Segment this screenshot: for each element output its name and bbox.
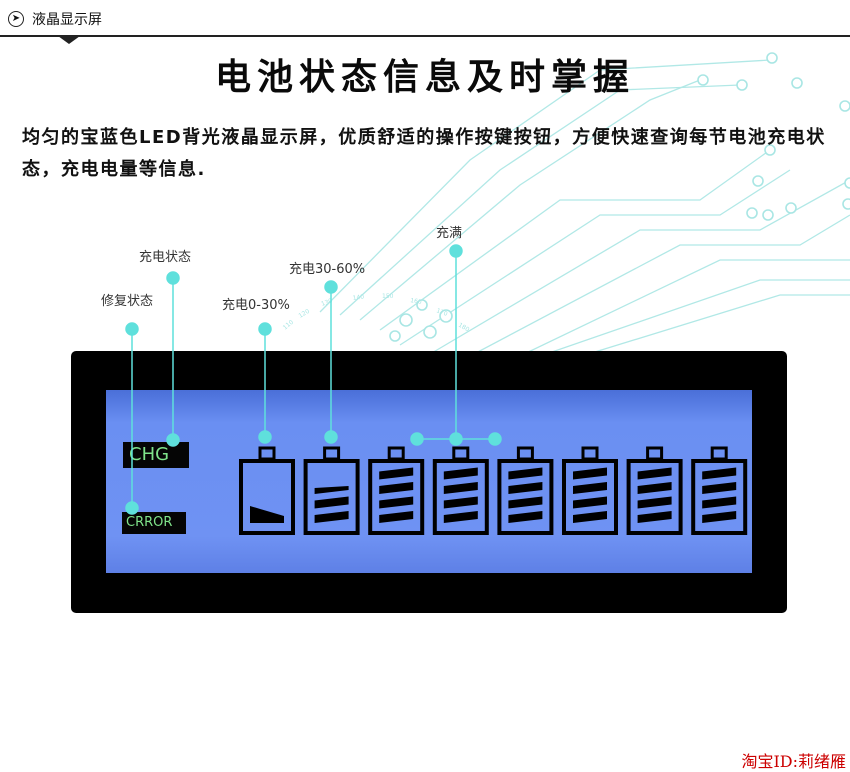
callout-dot-30-60 xyxy=(324,280,338,294)
section-label: 液晶显示屏 xyxy=(32,12,102,28)
battery-icon xyxy=(691,446,748,535)
header-notch xyxy=(58,36,80,44)
battery-icon xyxy=(239,446,295,535)
callout-0-30-label: 充电0-30% xyxy=(222,298,290,313)
arrow-right-icon: ➤ xyxy=(8,11,24,27)
callout-repair-label: 修复状态 xyxy=(101,294,154,309)
section-header: ➤ 液晶显示屏 xyxy=(0,0,850,44)
svg-text:170: 170 xyxy=(435,307,448,318)
battery-icon xyxy=(626,446,683,535)
callout-full-label: 充满 xyxy=(436,226,463,241)
svg-text:160: 160 xyxy=(410,297,423,306)
callout-dot-repair xyxy=(125,322,139,336)
svg-text:130: 130 xyxy=(320,297,333,308)
battery-icon xyxy=(562,446,618,535)
battery-icon xyxy=(303,446,360,535)
header-divider xyxy=(0,35,850,37)
callout-charging-label: 充电状态 xyxy=(139,250,192,265)
battery-icon xyxy=(368,446,425,535)
crror-indicator: CRROR xyxy=(122,512,186,534)
callout-dot-charging xyxy=(166,271,180,285)
svg-text:140: 140 xyxy=(352,293,364,302)
watermark: 淘宝ID:莉绪雁 xyxy=(741,752,846,771)
lcd-screen xyxy=(106,390,752,573)
page-title: 电池状态信息及时掌握 xyxy=(214,57,635,98)
svg-text:120: 120 xyxy=(298,308,312,320)
callout-dot-full xyxy=(449,244,463,258)
battery-icon xyxy=(432,446,489,535)
callout-30-60-label: 充电30-60% xyxy=(289,262,366,277)
description-text: 均匀的宝蓝色LED背光液晶显示屏，优质舒适的操作按键按钮，方便快速查询每节电池充… xyxy=(22,127,826,180)
callout-dot-0-30 xyxy=(258,322,272,336)
svg-text:180: 180 xyxy=(457,322,471,334)
svg-text:150: 150 xyxy=(382,293,394,300)
chg-indicator: CHG xyxy=(123,442,189,468)
battery-icon xyxy=(497,446,554,535)
